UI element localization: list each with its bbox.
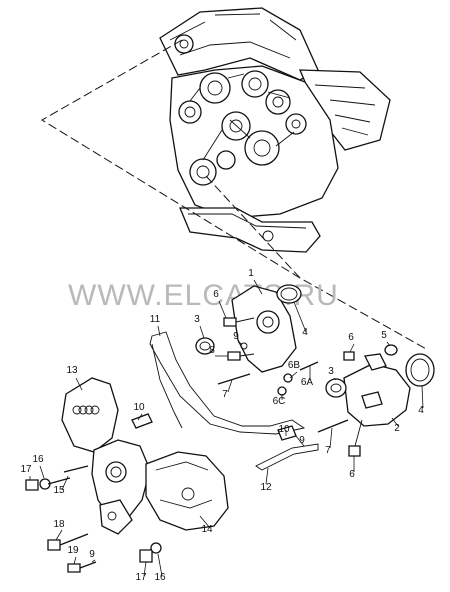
assembly-guide-line	[41, 39, 429, 351]
callout-15: 15	[53, 485, 65, 496]
callout-13: 13	[66, 365, 78, 376]
audi-rings-logo	[72, 405, 100, 415]
callout-6C: 6C	[273, 396, 286, 407]
lower-cover	[145, 451, 229, 531]
left-cover	[61, 377, 119, 453]
callout-4: 4	[418, 405, 424, 416]
callout-1: 1	[248, 268, 254, 279]
callout-17: 17	[20, 464, 32, 475]
callout-9: 9	[233, 331, 239, 342]
callout-6: 6	[213, 289, 219, 300]
callout-9: 9	[299, 435, 305, 446]
callout-16: 16	[154, 572, 166, 583]
engine-illustration	[159, 7, 391, 253]
callout-11: 11	[150, 314, 161, 325]
callout-8: 8	[209, 345, 215, 356]
callout-4: 4	[302, 327, 308, 338]
callout-6B: 6B	[288, 360, 301, 371]
callout-18: 18	[53, 519, 65, 530]
callout-5: 5	[381, 330, 387, 341]
callout-19: 19	[67, 545, 79, 556]
callout-6: 6	[348, 332, 354, 343]
callout-10: 10	[278, 424, 290, 435]
callout-14: 14	[201, 524, 213, 535]
callout-6A: 6A	[301, 377, 314, 388]
callout-2: 2	[394, 423, 400, 434]
callout-17: 17	[135, 572, 147, 583]
callout-3: 3	[328, 366, 334, 377]
callout-3: 3	[194, 314, 200, 325]
callout-6: 6	[349, 469, 355, 480]
gasket	[149, 331, 306, 435]
leader-lines	[29, 279, 424, 577]
callout-10: 10	[133, 402, 145, 413]
callout-7: 7	[325, 445, 331, 456]
callout-16: 16	[32, 454, 44, 465]
callout-labels: 12334456666A6B6C778991010111213141516161…	[20, 268, 424, 583]
callout-9: 9	[89, 549, 95, 560]
callout-12: 12	[260, 482, 272, 493]
callout-7: 7	[222, 389, 228, 400]
